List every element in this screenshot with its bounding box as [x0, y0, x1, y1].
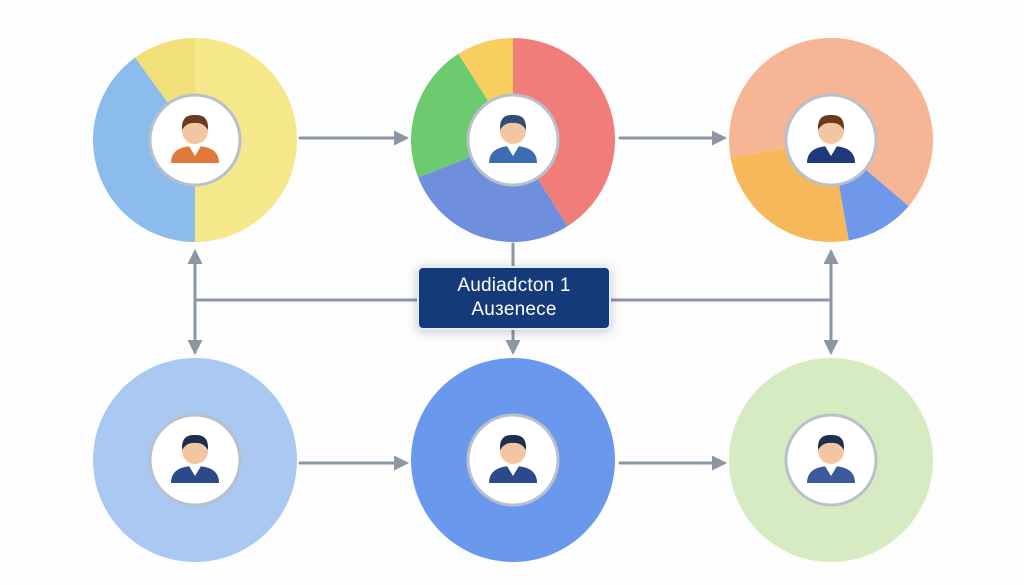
person-casual-icon — [466, 413, 560, 507]
avatar-collar — [189, 146, 201, 156]
node-bottom-right[interactable] — [729, 358, 933, 562]
avatar-hair — [181, 434, 209, 450]
avatar-collar — [825, 466, 837, 476]
avatar-head — [500, 438, 526, 464]
pie-slice-top-middle-2 — [418, 140, 568, 242]
node-top-left[interactable] — [93, 38, 297, 242]
center-label-line-2: Auзenece — [471, 299, 557, 320]
person-orange-shirt-icon — [148, 93, 242, 187]
node-bottom-middle[interactable] — [411, 358, 615, 562]
person-woman-suit-icon — [784, 93, 878, 187]
person-blue-shirt-icon — [466, 93, 560, 187]
avatar-head — [818, 438, 844, 464]
avatar-head — [182, 438, 208, 464]
person-suit-icon — [148, 413, 242, 507]
pie-slice-top-left-1 — [195, 38, 297, 242]
node-top-middle[interactable] — [411, 38, 616, 242]
avatar-head — [500, 118, 526, 144]
avatar-collar — [825, 146, 837, 156]
avatar-collar — [189, 466, 201, 476]
node-top-right[interactable] — [729, 37, 934, 242]
avatar-hair — [181, 114, 209, 130]
nodes-layer — [93, 37, 934, 562]
avatar-hair — [499, 114, 527, 130]
node-bottom-left[interactable] — [93, 358, 297, 562]
pie-slice-top-middle-1 — [513, 38, 616, 227]
connectors-layer — [187, 130, 839, 471]
person-suit-icon — [784, 413, 878, 507]
avatar-hair — [817, 434, 845, 450]
center-label-box[interactable]: Audiadcton 1 Auзenece — [417, 266, 611, 330]
pie-slice-top-left-2 — [93, 57, 195, 242]
center-label-line-1: Audiadcton 1 — [457, 275, 571, 296]
avatar-collar — [507, 466, 519, 476]
avatar-hair — [817, 114, 845, 130]
avatar-head — [182, 118, 208, 144]
avatar-collar — [507, 146, 519, 156]
avatar-head — [818, 118, 844, 144]
avatar-hair — [499, 434, 527, 450]
